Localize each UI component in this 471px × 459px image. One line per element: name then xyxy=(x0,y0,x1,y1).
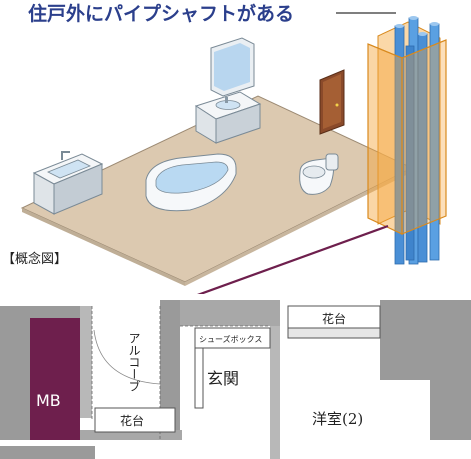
western-room-label: 洋室(2) xyxy=(312,410,363,428)
door-icon xyxy=(319,69,345,135)
kitchen-sink-icon xyxy=(32,151,104,215)
pipe-shaft-icon xyxy=(367,16,447,265)
flower-bed-bottom xyxy=(94,407,176,433)
flower-bed-top-label: 花台 xyxy=(322,311,346,326)
floor-plan xyxy=(0,294,471,459)
wash-basin-icon xyxy=(194,37,262,144)
shoes-box-label: シューズボックス xyxy=(199,334,262,344)
mb-label: MB xyxy=(36,391,61,410)
pipes-icon xyxy=(394,16,440,265)
alcove-label: アルコーブ xyxy=(127,332,141,392)
entrance-label: 玄関 xyxy=(207,369,239,388)
diagram-title: 住戸外にパイプシャフトがある xyxy=(28,2,294,25)
flower-bed-bottom-label: 花台 xyxy=(120,413,144,428)
bathtub-icon xyxy=(145,153,237,212)
wall-right xyxy=(380,300,471,380)
toilet-icon xyxy=(299,153,339,195)
shoes-box xyxy=(194,327,271,349)
concept-label: 【概念図】 xyxy=(2,251,67,267)
